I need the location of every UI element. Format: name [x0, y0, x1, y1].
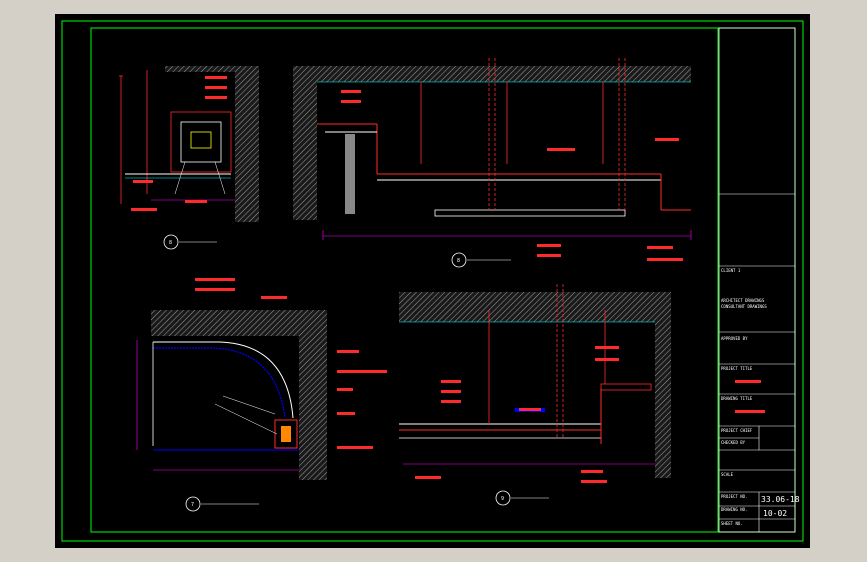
drawing-sheet: 8 8 — [61, 20, 804, 542]
wall-hatch — [299, 310, 327, 480]
project-no-label: PROJECT NO. — [721, 494, 748, 499]
drawing-title-label: DRAWING TITLE — [721, 396, 753, 401]
approved-label: APPROVED BY — [721, 336, 748, 341]
view-ref-circle[interactable] — [163, 234, 179, 250]
view-ref-number: 7 — [191, 502, 194, 508]
client-label: CLIENT 1 — [721, 268, 741, 273]
project-no-value: 33.06-18 — [761, 495, 800, 504]
drawing-no-value: 10-02 — [763, 509, 787, 518]
view-top-left[interactable]: 8 — [119, 66, 259, 250]
ceiling-slab-hatch — [399, 292, 671, 322]
note-consultant: CONSULTANT DRAWINGS — [721, 304, 767, 309]
view-ref-circle[interactable] — [185, 496, 201, 512]
view-ref-circle[interactable] — [451, 252, 467, 268]
project-title-label: PROJECT TITLE — [721, 366, 753, 371]
view-ref-number: 9 — [501, 496, 504, 502]
drawing-no-label: DRAWING NO. — [721, 507, 748, 512]
ceiling-slab-hatch — [293, 66, 691, 82]
scale-label: SCALE — [721, 472, 734, 477]
left-wall-hatch — [293, 66, 317, 220]
view-ref-circle[interactable] — [495, 490, 511, 506]
right-wall-hatch — [655, 292, 671, 478]
wall-hatch — [235, 72, 259, 222]
project-chief-label: PROJECT CHIEF — [721, 428, 753, 433]
title-block: CLIENT 1 ARCHITECT DRAWINGS CONSULTANT D… — [718, 27, 800, 533]
ceiling-hatch — [165, 66, 259, 72]
checked-label: CHECKED BY — [721, 440, 746, 445]
outer-frame — [61, 20, 804, 542]
view-top-right[interactable]: 8 — [293, 58, 692, 268]
sheet-no-label: SHEET NO. — [721, 521, 743, 526]
view-bottom-right[interactable]: 9 — [399, 284, 671, 506]
note-architect: ARCHITECT DRAWINGS — [721, 298, 765, 303]
view-ref-number: 8 — [169, 240, 172, 246]
view-bottom-left[interactable]: 7 — [136, 278, 387, 512]
view-ref-number: 8 — [457, 258, 460, 264]
cad-viewport[interactable]: 8 8 — [55, 14, 810, 548]
ceiling-hatch — [151, 310, 327, 336]
